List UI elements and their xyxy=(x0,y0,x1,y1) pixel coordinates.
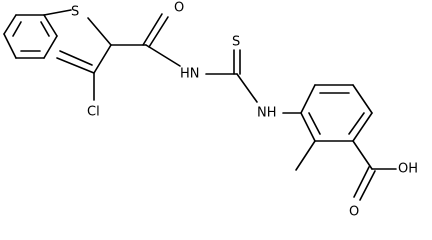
chlorine-label: Cl xyxy=(87,105,100,120)
amide-oxygen-label: O xyxy=(174,1,184,16)
thiophene-ring xyxy=(43,9,112,74)
structure-diagram: S O HN S Cl NH OH O xyxy=(3,1,418,220)
acid-oxygen-label: O xyxy=(349,205,359,220)
amide-nh-label: HN xyxy=(180,67,200,82)
methyl-bond xyxy=(295,140,316,171)
hydroxyl-label: OH xyxy=(398,162,418,177)
amide-co-double-2 xyxy=(148,16,169,48)
aryl-nh-label: NH xyxy=(257,106,277,121)
benzoic-ring xyxy=(300,84,373,142)
ring-carboxyl-bond xyxy=(352,140,373,170)
carbonyl-nh-bond xyxy=(145,44,181,67)
benzo-ring xyxy=(3,14,58,59)
carboxyl-co-double-2 xyxy=(359,170,376,201)
carboxyl-co-double-1 xyxy=(353,166,370,198)
ring-sulfur-label: S xyxy=(71,5,79,20)
thio-sulfur-label: S xyxy=(232,35,240,50)
thiocarbonyl-nh-bond xyxy=(236,73,258,103)
amide-co-double-1 xyxy=(142,13,163,46)
